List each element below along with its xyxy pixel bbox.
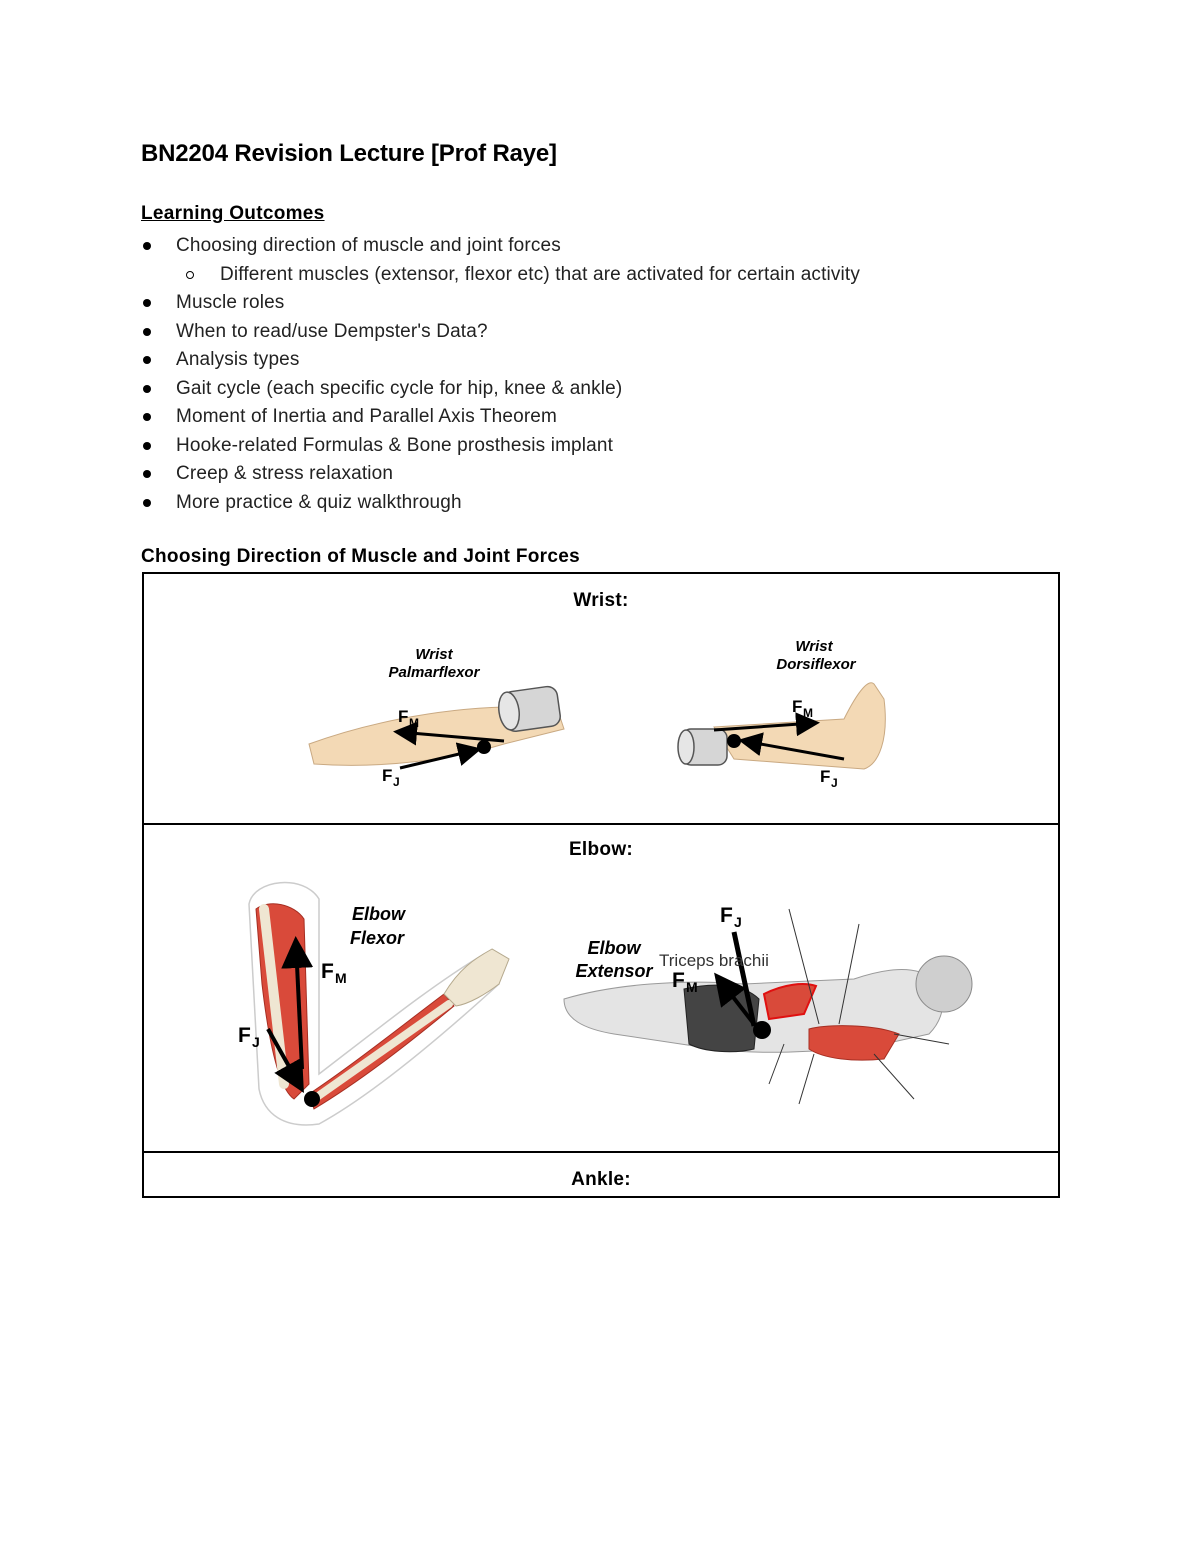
palmarflexor-fj-sub: J <box>393 775 400 789</box>
list-item: When to read/use Dempster's Data? <box>141 318 1061 347</box>
bullet-icon <box>143 327 151 336</box>
bullet-icon <box>143 498 151 507</box>
dorsiflexor-fj-sub: J <box>831 776 838 790</box>
list-item: Creep & stress relaxation <box>141 460 1061 489</box>
palmarflexor-fj-label: F <box>382 766 392 785</box>
list-item: Choosing direction of muscle and joint f… <box>141 232 1061 261</box>
list-item: Hooke-related Formulas & Bone prosthesis… <box>141 432 1061 461</box>
learning-outcomes-heading: Learning Outcomes <box>141 203 325 224</box>
elbow-row-label: Elbow: <box>568 839 634 860</box>
palmarflexor-name-line1: Wrist <box>415 646 453 663</box>
elbow-flexor-name-line2: Flexor <box>350 928 405 948</box>
elbow-extensor-fm-label: F <box>672 969 685 992</box>
bullet-icon <box>143 413 151 421</box>
dorsiflexor-name-line2: Dorsiflexor <box>776 656 856 673</box>
ankle-row-label: Ankle: <box>571 1169 631 1190</box>
palmarflexor-fm-sub: M <box>409 716 419 730</box>
elbow-extensor-fj-label: F <box>720 904 733 927</box>
wrist-dorsiflexor-figure: Wrist Dorsiflexor F M F J <box>677 638 886 790</box>
row-divider <box>144 1151 1058 1153</box>
list-item: Moment of Inertia and Parallel Axis Theo… <box>141 403 1061 432</box>
bullet-icon <box>143 441 151 450</box>
hollow-bullet-icon <box>186 270 194 279</box>
list-item-sub: Different muscles (extensor, flexor etc)… <box>141 261 1061 290</box>
elbow-extensor-figure: Elbow Extensor Triceps brachii F M F J <box>563 904 973 1105</box>
list-item: Analysis types <box>141 346 1061 375</box>
wrist-palmarflexor-figure: Wrist Palmarflexor F M F J <box>308 646 565 789</box>
palmarflexor-name-line2: Palmarflexor <box>389 664 481 681</box>
list-item: More practice & quiz walkthrough <box>141 489 1061 518</box>
dorsiflexor-name-line1: Wrist <box>795 638 833 655</box>
elbow-flexor-name-line1: Elbow <box>352 904 406 924</box>
dorsiflexor-fm-sub: M <box>803 706 813 720</box>
bullet-icon <box>143 242 151 250</box>
elbow-extensor-fj-sub: J <box>734 914 742 930</box>
forces-section-heading: Choosing Direction of Muscle and Joint F… <box>141 546 580 567</box>
elbow-extensor-name-line1: Elbow <box>588 938 642 958</box>
bullet-icon <box>143 299 151 307</box>
elbow-flexor-fm-label: F <box>321 960 334 983</box>
dorsiflexor-fj-label: F <box>820 767 830 786</box>
wrist-row-label: Wrist: <box>573 590 629 611</box>
list-item: Gait cycle (each specific cycle for hip,… <box>141 375 1061 404</box>
elbow-extensor-fm-sub: M <box>686 979 698 995</box>
document-title: BN2204 Revision Lecture [Prof Raye] <box>141 140 557 167</box>
elbow-flexor-fj-sub: J <box>252 1034 260 1050</box>
elbow-flexor-fm-sub: M <box>335 970 347 986</box>
triceps-label: Triceps brachii <box>659 951 769 970</box>
elbow-flexor-figure: Elbow Flexor F M F J <box>238 881 510 1126</box>
row-divider <box>144 823 1058 825</box>
forces-table: Wrist: Wrist Palmarflexor F M F J <box>142 572 1060 1198</box>
bullet-icon <box>143 470 151 478</box>
elbow-flexor-fj-label: F <box>238 1024 251 1047</box>
bullet-icon <box>143 384 151 393</box>
palmarflexor-fm-label: F <box>398 707 408 726</box>
learning-outcomes-list: Choosing direction of muscle and joint f… <box>141 232 1061 517</box>
elbow-extensor-name-line2: Extensor <box>575 961 653 981</box>
bullet-icon <box>143 356 151 364</box>
list-item: Muscle roles <box>141 289 1061 318</box>
dorsiflexor-fm-label: F <box>792 697 802 716</box>
